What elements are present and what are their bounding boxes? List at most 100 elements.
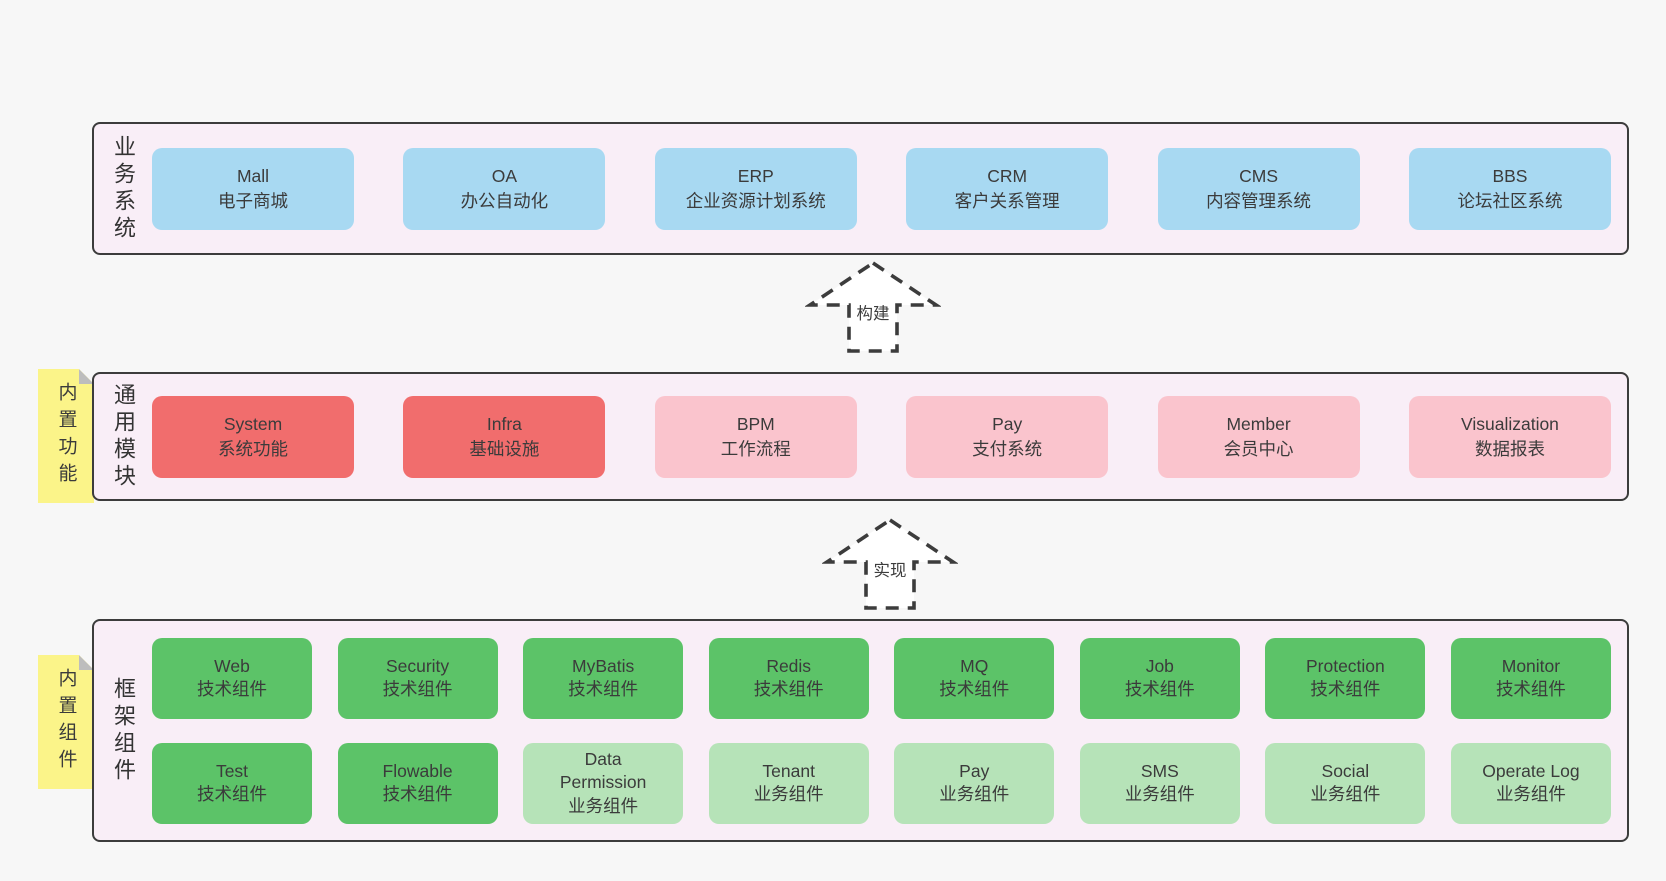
box-title: Data Permission — [559, 749, 647, 793]
box-subtitle: 客户关系管理 — [954, 190, 1060, 211]
box-subtitle: 技术组件 — [197, 784, 267, 804]
box-title: Security — [385, 655, 450, 676]
business-box-cms: CMS 内容管理系统 — [1157, 147, 1360, 230]
box-title: Redis — [766, 655, 812, 676]
modules-box-bpm: BPM 工作流程 — [654, 395, 857, 478]
framework-box-flowable: Flowable 技术组件 — [337, 742, 498, 824]
box-title: CRM — [987, 166, 1028, 186]
framework-box-operate-log: Operate Log 业务组件 — [1450, 742, 1611, 824]
box-title: Mall — [236, 166, 270, 186]
box-subtitle: 业务组件 — [1310, 784, 1381, 804]
business-box-mall: Mall 电子商城 — [152, 147, 354, 230]
box-subtitle: 业务组件 — [1124, 784, 1195, 804]
modules-box-member: Member 会员中心 — [1157, 395, 1360, 478]
box-title: Job — [1145, 655, 1174, 676]
framework-box-web: Web 技术组件 — [152, 637, 312, 719]
implement-arrow: 实现 — [822, 517, 958, 611]
box-subtitle: 基础设施 — [469, 438, 540, 459]
box-title: Social — [1321, 760, 1370, 781]
arrow-label: 构建 — [854, 300, 892, 324]
box-title: Pay — [992, 414, 1023, 434]
box-subtitle: 业务组件 — [568, 795, 639, 816]
box-title: Pay — [959, 760, 990, 781]
box-subtitle: 业务组件 — [753, 784, 824, 804]
modules-box-infra: Infra 基础设施 — [403, 395, 606, 478]
box-subtitle: 技术组件 — [1495, 679, 1566, 699]
tab-built-in-features: 内置功能 — [38, 369, 94, 503]
box-title: BPM — [736, 414, 775, 434]
box-title: MQ — [960, 655, 989, 676]
modules-box-system: System 系统功能 — [152, 395, 354, 478]
box-subtitle: 会员中心 — [1223, 438, 1294, 459]
box-subtitle: 技术组件 — [1124, 679, 1195, 699]
box-subtitle: 数据报表 — [1474, 438, 1545, 459]
box-subtitle: 内容管理系统 — [1206, 190, 1312, 211]
arrow-label: 实现 — [871, 557, 909, 581]
modules-box-pay: Pay 支付系统 — [906, 395, 1109, 478]
framework-box-tenant: Tenant 业务组件 — [708, 742, 869, 824]
framework-box-pay: Pay 业务组件 — [894, 742, 1055, 824]
layer-label: 业务系统 — [111, 134, 136, 243]
tab-label: 内置组件 — [55, 668, 77, 776]
box-title: OA — [491, 166, 518, 186]
tab-built-in-components: 内置组件 — [38, 655, 94, 789]
box-subtitle: 技术组件 — [197, 679, 267, 699]
modules-boxes-row: System 系统功能 Infra 基础设施 BPM 工作流程 Pay 支付系统 Member 会… — [152, 395, 1627, 478]
modules-box-visualization: Visualization 数据报表 — [1408, 395, 1611, 478]
box-subtitle: 技术组件 — [753, 679, 824, 699]
box-title: BBS — [1492, 166, 1528, 186]
tab-label: 内置功能 — [55, 382, 77, 490]
box-subtitle: 技术组件 — [382, 679, 453, 699]
box-title: Protection — [1305, 655, 1385, 676]
layer-label: 通用模块 — [111, 382, 136, 491]
box-title: Infra — [486, 414, 522, 434]
framework-box-social: Social 业务组件 — [1265, 742, 1426, 824]
box-title: Visualization — [1460, 414, 1559, 434]
framework-box-mybatis: MyBatis 技术组件 — [523, 637, 684, 719]
framework-box-security: Security 技术组件 — [337, 637, 498, 719]
business-box-crm: CRM 客户关系管理 — [906, 147, 1109, 230]
framework-box-protection: Protection 技术组件 — [1265, 637, 1426, 719]
box-subtitle: 工作流程 — [720, 438, 791, 459]
build-arrow: 构建 — [805, 260, 941, 354]
framework-box-redis: Redis 技术组件 — [708, 637, 869, 719]
framework-box-mq: MQ 技术组件 — [894, 637, 1055, 719]
box-title: System — [223, 414, 283, 434]
box-title: Web — [214, 655, 250, 676]
box-subtitle: 技术组件 — [568, 679, 639, 699]
box-subtitle: 技术组件 — [939, 679, 1010, 699]
box-title: ERP — [737, 166, 774, 186]
framework-box-job: Job 技术组件 — [1079, 637, 1240, 719]
box-title: MyBatis — [572, 655, 635, 676]
box-subtitle: 系统功能 — [218, 438, 288, 459]
box-subtitle: 业务组件 — [939, 784, 1010, 804]
layer-common-modules: 通用模块 System 系统功能 Infra 基础设施 BPM 工作流程 Pay 支付系统 Me… — [92, 372, 1629, 501]
box-title: Operate Log — [1482, 760, 1580, 781]
box-title: Member — [1226, 414, 1291, 434]
box-subtitle: 电子商城 — [218, 190, 288, 211]
box-title: Tenant — [762, 760, 815, 781]
box-subtitle: 技术组件 — [382, 784, 453, 804]
box-title: CMS — [1239, 166, 1278, 186]
box-subtitle: 业务组件 — [1495, 784, 1566, 804]
box-subtitle: 技术组件 — [1310, 679, 1381, 699]
layer-label: 框架组件 — [111, 676, 136, 785]
box-subtitle: 支付系统 — [972, 438, 1043, 459]
box-title: Flowable — [382, 760, 453, 781]
framework-box-test: Test 技术组件 — [152, 742, 312, 824]
box-title: Test — [215, 760, 249, 781]
framework-box-sms: SMS 业务组件 — [1079, 742, 1240, 824]
box-title: SMS — [1140, 760, 1179, 781]
